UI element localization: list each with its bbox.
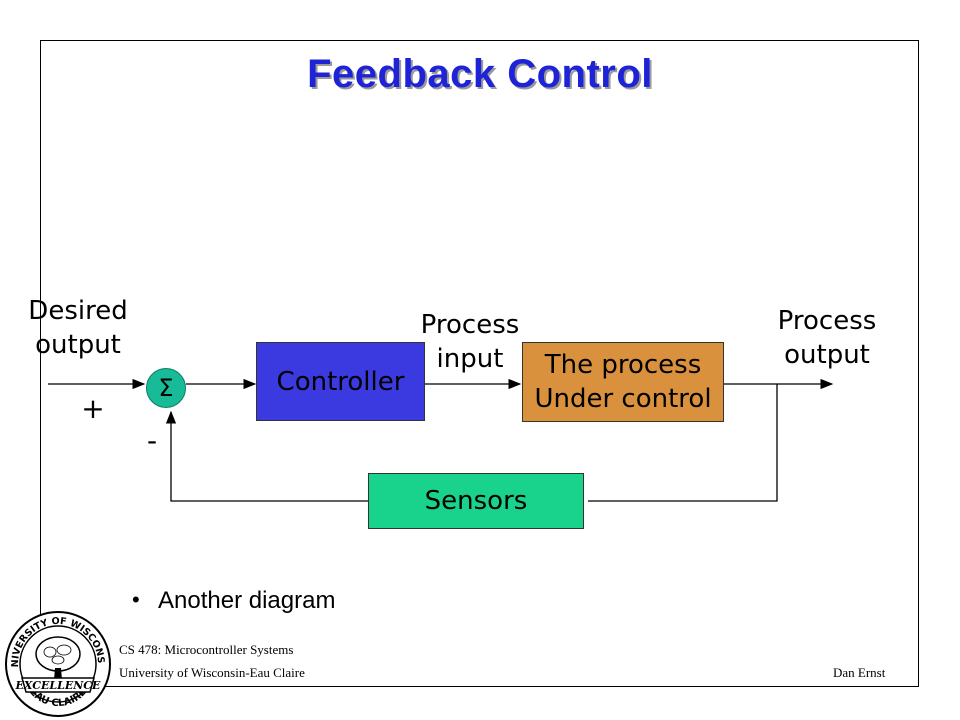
process-input-line2: input <box>436 344 504 374</box>
slide-title: Feedback Control <box>307 52 653 96</box>
process-block-line1: The process <box>544 350 702 380</box>
minus-sign: - <box>146 424 158 457</box>
bullet-text: Another diagram <box>158 587 336 614</box>
desired-output-label: Desired output <box>16 294 140 362</box>
controller-block: Controller <box>256 342 425 421</box>
process-block-line2: Under control <box>534 384 712 414</box>
feedback-to-sensors-line <box>588 384 778 502</box>
sensors-block: Sensors <box>368 473 584 529</box>
process-output-line1: Process <box>777 306 877 336</box>
summing-junction: Σ <box>146 368 186 408</box>
process-input-label: Process input <box>402 308 538 376</box>
plus-sign: + <box>81 392 105 425</box>
slide-frame <box>40 40 919 687</box>
svg-text:EXCELLENCE: EXCELLENCE <box>15 679 102 692</box>
footer-author: Dan Ernst <box>833 665 886 680</box>
process-input-line1: Process <box>420 310 520 340</box>
bullet-item: • Another diagram <box>132 587 336 615</box>
footer-school: University of Wisconsin-Eau Claire <box>119 665 305 680</box>
desired-output-line2: output <box>35 330 121 360</box>
process-output-line2: output <box>784 340 870 370</box>
university-seal-logo: UNIVERSITY OF WISCONSIN EAU CLAIRE EXCEL… <box>4 610 111 717</box>
footer-course: CS 478: Microcontroller Systems <box>119 642 294 657</box>
sensors-to-sum-arrow <box>165 410 368 502</box>
process-output-label: Process output <box>758 304 896 372</box>
process-block: The process Under control <box>522 342 724 422</box>
desired-output-line1: Desired <box>28 296 128 326</box>
bullet-dot: • <box>132 587 140 612</box>
